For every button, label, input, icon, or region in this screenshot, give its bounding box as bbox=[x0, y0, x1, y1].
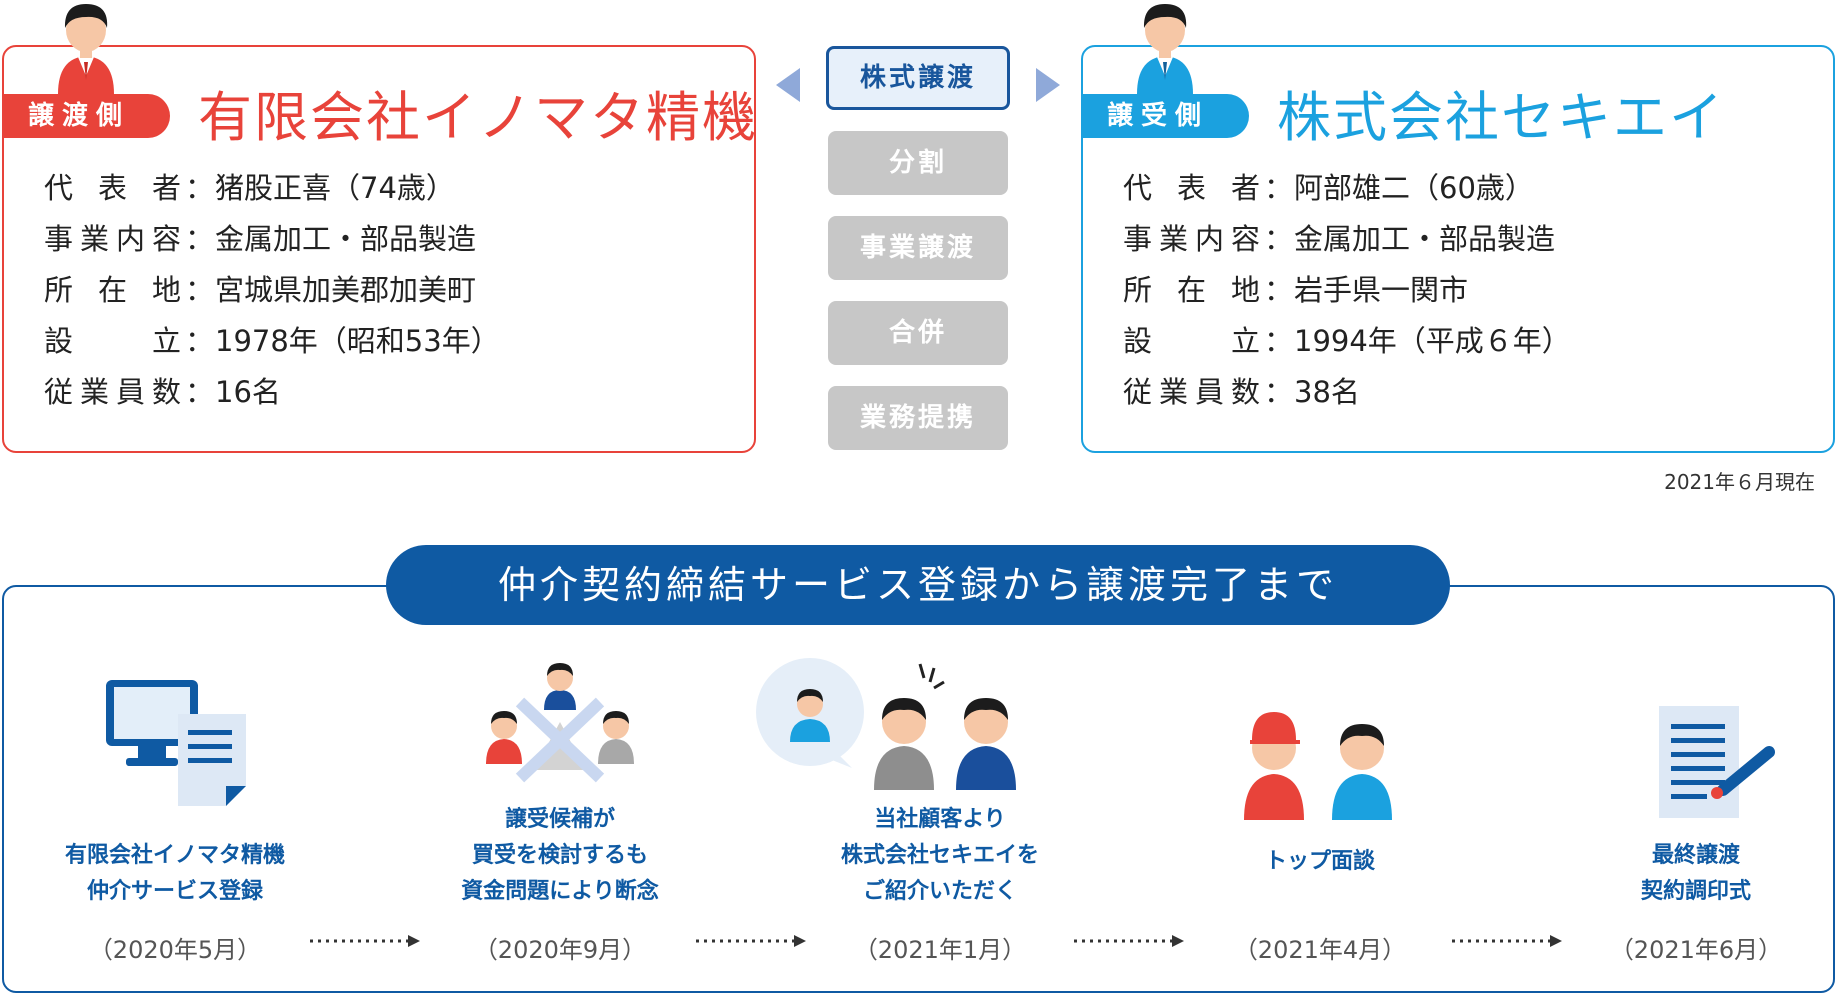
step-line: トップ面談 bbox=[1264, 849, 1375, 874]
as-of-note: 2021年６月現在 bbox=[1664, 470, 1815, 494]
info-row: 所在地：岩手県一関市 bbox=[1123, 265, 1571, 316]
info-separator: ： bbox=[185, 273, 215, 307]
info-row: 設立：1994年（平成６年） bbox=[1123, 316, 1571, 367]
timeline-arrow-icon bbox=[310, 935, 420, 947]
step-line: 当社顧客より bbox=[874, 807, 1006, 832]
info-value: 16名 bbox=[215, 375, 281, 409]
scheme-split: 分割 bbox=[828, 131, 1008, 195]
step-2-label: 譲受候補が 買受を検討するも 資金問題により断念 bbox=[420, 802, 700, 910]
info-value: 1994年（平成６年） bbox=[1294, 324, 1571, 358]
arrow-left-icon bbox=[776, 68, 800, 102]
info-row: 従業員数：38名 bbox=[1123, 367, 1571, 418]
info-value: 金属加工・部品製造 bbox=[1294, 222, 1556, 256]
seller-person-icon bbox=[58, 4, 114, 94]
step-3-label: 当社顧客より 株式会社セキエイを ご紹介いただく bbox=[800, 802, 1080, 910]
info-row: 事業内容：金属加工・部品製造 bbox=[1123, 214, 1571, 265]
info-separator: ： bbox=[1264, 324, 1294, 358]
step-5-date: （2021年6月） bbox=[1609, 936, 1783, 964]
buyer-info: 代表者：阿部雄二（60歳） 事業内容：金属加工・部品製造 所在地：岩手県一関市 … bbox=[1123, 163, 1571, 418]
info-separator: ： bbox=[1264, 222, 1294, 256]
info-value: 1978年（昭和53年） bbox=[215, 324, 500, 358]
info-separator: ： bbox=[185, 324, 215, 358]
scheme-business-transfer: 事業譲渡 bbox=[828, 216, 1008, 280]
info-separator: ： bbox=[185, 222, 215, 256]
seller-role-badge: 譲渡側 bbox=[2, 94, 170, 138]
step-line: 最終譲渡 bbox=[1651, 843, 1740, 868]
step-5-label: 最終譲渡 契約調印式 bbox=[1556, 838, 1836, 910]
info-value: 38名 bbox=[1294, 375, 1360, 409]
info-separator: ： bbox=[1264, 171, 1294, 205]
timeline-arrow-icon bbox=[1074, 935, 1184, 947]
timeline-arrow-icon bbox=[696, 935, 806, 947]
buyer-person-icon bbox=[1137, 4, 1193, 94]
scheme-alliance: 業務提携 bbox=[828, 386, 1008, 450]
arrow-right-icon bbox=[1036, 68, 1060, 102]
step-line: 株式会社セキエイを bbox=[840, 843, 1039, 868]
info-label: 事業内容 bbox=[1123, 222, 1260, 256]
info-value: 猪股正喜（74歳） bbox=[215, 171, 455, 205]
info-row: 代表者：阿部雄二（60歳） bbox=[1123, 163, 1571, 214]
step-line: ご紹介いただく bbox=[862, 879, 1017, 904]
info-separator: ： bbox=[185, 171, 215, 205]
info-value: 阿部雄二（60歳） bbox=[1294, 171, 1534, 205]
timeline-title: 仲介契約締結サービス登録から譲渡完了まで bbox=[386, 545, 1450, 625]
timeline-arrow-icon bbox=[1452, 935, 1562, 947]
info-label: 設立 bbox=[1123, 324, 1260, 358]
buyer-company-name: 株式会社セキエイ bbox=[1277, 86, 1725, 149]
info-row: 所在地：宮城県加美郡加美町 bbox=[44, 265, 500, 316]
step-line: 有限会社イノマタ精機 bbox=[64, 843, 285, 868]
seller-company-name: 有限会社イノマタ精機 bbox=[198, 86, 758, 149]
seller-info: 代表者：猪股正喜（74歳） 事業内容：金属加工・部品製造 所在地：宮城県加美郡加… bbox=[44, 163, 500, 418]
step-line: 契約調印式 bbox=[1640, 879, 1751, 904]
step-line: 譲受候補が bbox=[504, 807, 615, 832]
info-value: 岩手県一関市 bbox=[1294, 273, 1469, 307]
step-2-date: （2020年9月） bbox=[473, 936, 647, 964]
info-label: 代表者 bbox=[44, 171, 181, 205]
info-row: 従業員数：16名 bbox=[44, 367, 500, 418]
rejected-candidates-icon bbox=[486, 663, 634, 783]
step-line: 資金問題により断念 bbox=[461, 879, 659, 904]
scheme-stock-transfer: 株式譲渡 bbox=[826, 46, 1010, 110]
introduction-icon bbox=[756, 658, 1016, 790]
info-label: 所在地 bbox=[1123, 273, 1260, 307]
top-meeting-icon bbox=[1244, 712, 1392, 820]
step-1-label: 有限会社イノマタ精機 仲介サービス登録 bbox=[35, 838, 315, 910]
info-label: 代表者 bbox=[1123, 171, 1260, 205]
info-label: 従業員数 bbox=[1123, 375, 1260, 409]
info-label: 設立 bbox=[44, 324, 181, 358]
info-label: 従業員数 bbox=[44, 375, 181, 409]
step-line: 買受を検討するも bbox=[471, 843, 648, 868]
info-row: 事業内容：金属加工・部品製造 bbox=[44, 214, 500, 265]
info-separator: ： bbox=[185, 375, 215, 409]
step-1-date: （2020年5月） bbox=[88, 936, 262, 964]
info-separator: ： bbox=[1264, 375, 1294, 409]
step-3-date: （2021年1月） bbox=[853, 936, 1027, 964]
buyer-role-badge: 譲受側 bbox=[1081, 94, 1249, 138]
info-value: 宮城県加美郡加美町 bbox=[215, 273, 477, 307]
step-line: 仲介サービス登録 bbox=[86, 879, 263, 904]
contract-signing-icon bbox=[1659, 706, 1775, 818]
info-row: 設立：1978年（昭和53年） bbox=[44, 316, 500, 367]
computer-document-icon bbox=[106, 680, 246, 806]
info-row: 代表者：猪股正喜（74歳） bbox=[44, 163, 500, 214]
info-label: 事業内容 bbox=[44, 222, 181, 256]
scheme-merger: 合併 bbox=[828, 301, 1008, 365]
info-separator: ： bbox=[1264, 273, 1294, 307]
step-4-date: （2021年4月） bbox=[1233, 936, 1407, 964]
info-label: 所在地 bbox=[44, 273, 181, 307]
info-value: 金属加工・部品製造 bbox=[215, 222, 477, 256]
step-4-label: トップ面談 bbox=[1180, 844, 1460, 880]
